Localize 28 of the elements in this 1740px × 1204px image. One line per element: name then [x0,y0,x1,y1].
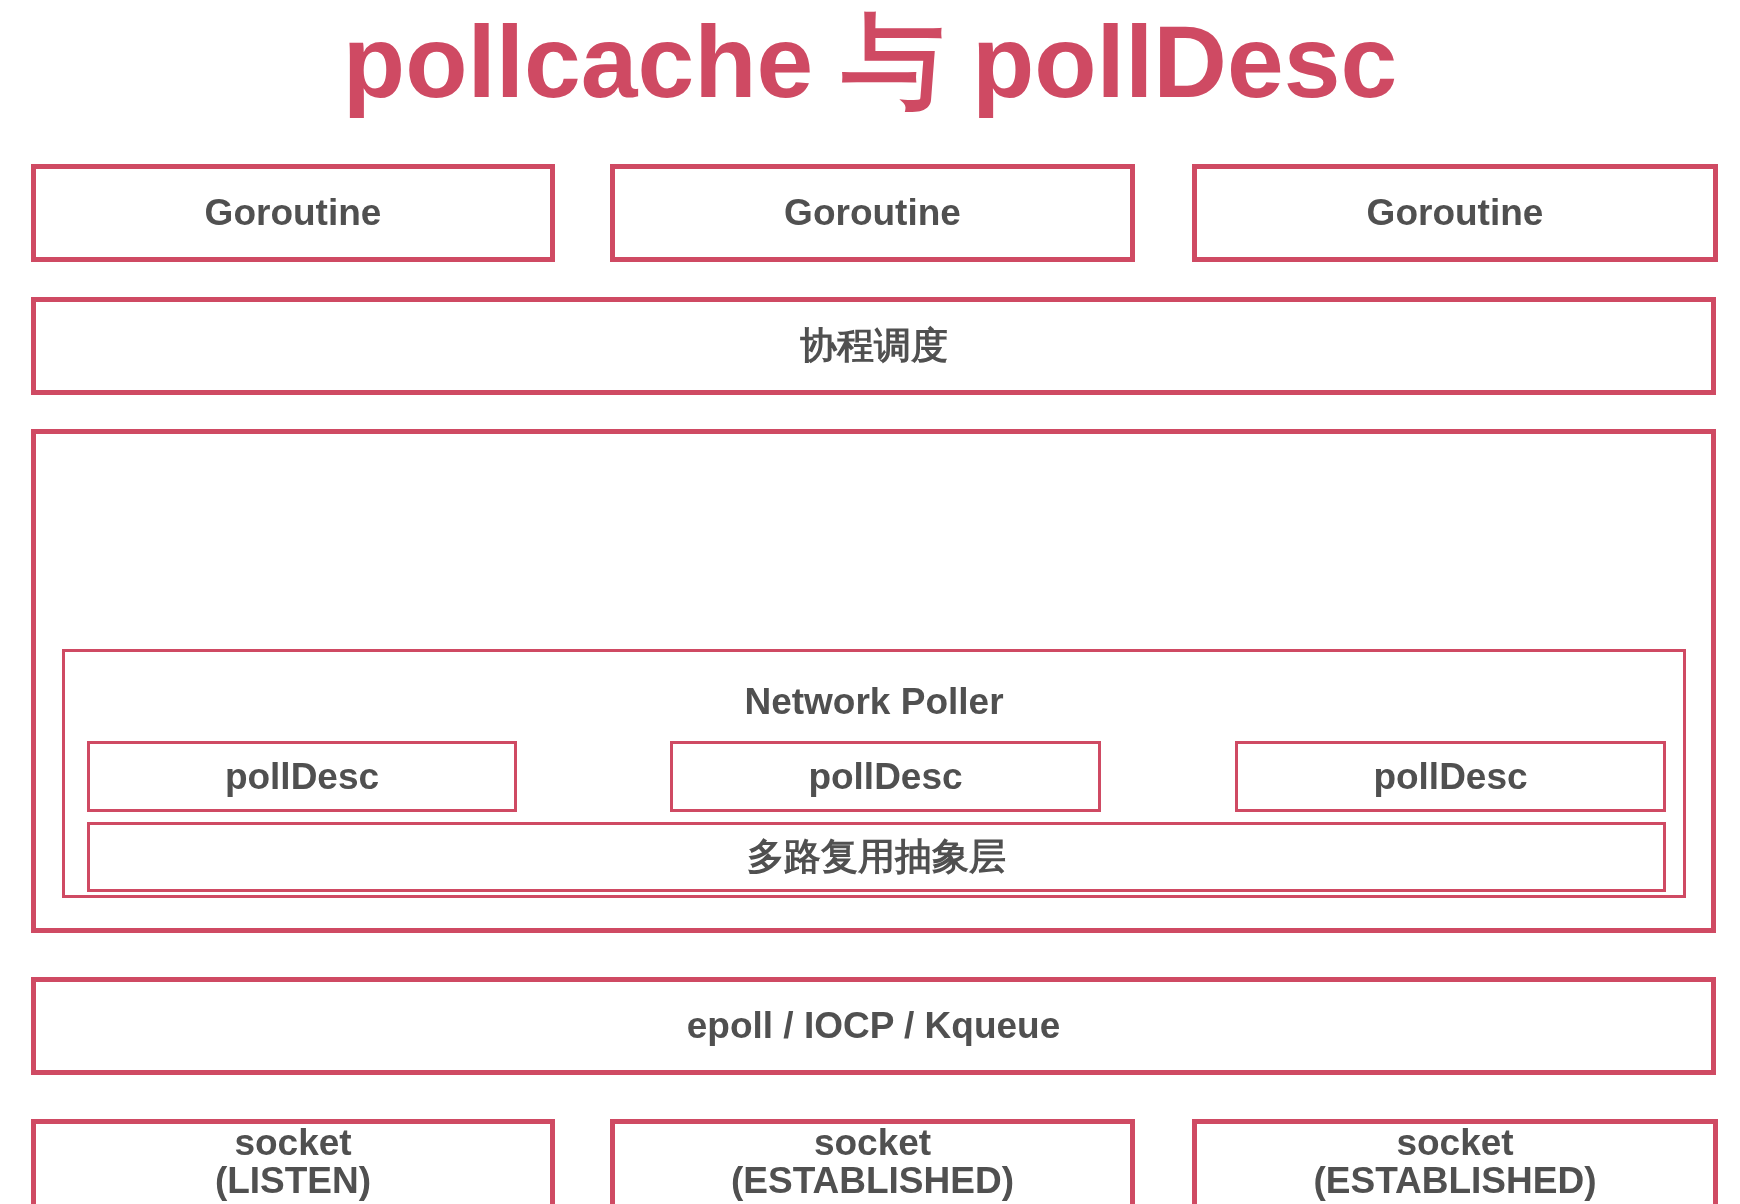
box-label: socket (ESTABLISHED) [731,1124,1014,1200]
box-label: socket (ESTABLISHED) [1313,1124,1597,1200]
layer-box [1192,164,1718,262]
layer-box [1235,741,1666,812]
layer-box [670,741,1101,812]
box-label: Goroutine [204,191,382,235]
layer-box [1192,1119,1718,1204]
layer-box [87,741,517,812]
layer-box [31,164,555,262]
box-label: pollDesc [1373,754,1528,799]
title: pollcache 与 pollDesc [341,4,1399,121]
layer-box [31,429,1716,933]
box-label: Network Poller [744,680,1004,724]
box-label: pollDesc [808,754,963,799]
box-label: epoll / IOCP / Kqueue [686,1004,1061,1048]
box-label: 多路复用抽象层 [747,835,1006,879]
box-label: 协程调度 [799,324,948,368]
layer-box [31,1119,555,1204]
box-label: Goroutine [1366,191,1544,235]
layer-box [31,977,1716,1075]
layer-box [62,649,1686,898]
layer-box [31,297,1716,395]
box-label: Goroutine [784,191,961,235]
layer-box [610,164,1135,262]
box-label: pollDesc [224,754,380,799]
box-label: socket (LISTEN) [214,1124,372,1200]
layer-box [87,822,1666,892]
layer-box [610,1119,1135,1204]
